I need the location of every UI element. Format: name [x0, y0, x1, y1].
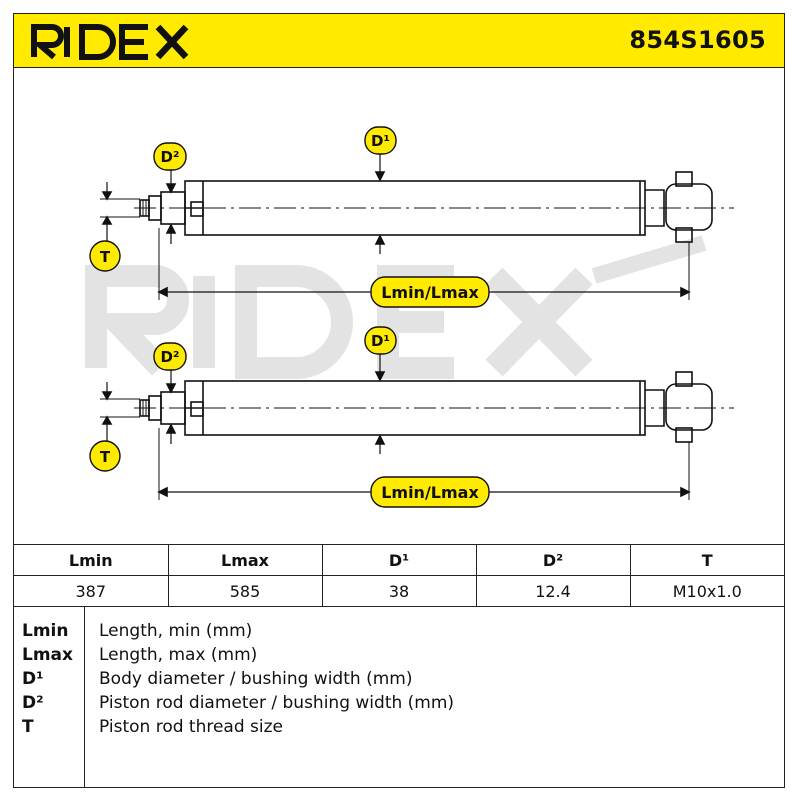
- shock-view-2: [100, 328, 734, 500]
- spec-value-d2: 12.4: [475, 575, 631, 607]
- length-badge: Lmin/Lmax: [370, 476, 490, 508]
- spec-header-lmin: Lmin: [14, 544, 169, 576]
- svg-text:D¹: D¹: [371, 332, 390, 350]
- ridex-logo: [31, 24, 189, 60]
- shock-view-1: [100, 128, 734, 300]
- svg-text:Lmin/Lmax: Lmin/Lmax: [381, 483, 479, 502]
- legend-desc: Piston rod diameter / bushing width (mm): [99, 693, 455, 713]
- legend-desc: Body diameter / bushing width (mm): [99, 669, 413, 689]
- t-badge: T: [89, 240, 121, 272]
- legend-key: D²: [22, 693, 44, 713]
- t-badge: T: [89, 440, 121, 472]
- legend-desc: Length, min (mm): [99, 621, 253, 641]
- spec-header-d2: D²: [475, 544, 631, 576]
- svg-text:D²: D²: [160, 148, 179, 166]
- legend: Lmin Length, min (mm) Lmax Length, max (…: [14, 607, 784, 787]
- legend-item: D² Piston rod diameter / bushing width (…: [14, 693, 784, 715]
- header-bar: 854S1605: [14, 14, 784, 68]
- legend-item: T Piston rod thread size: [14, 717, 784, 739]
- spec-header-row: Lmin Lmax D¹ D² T: [14, 544, 784, 576]
- legend-divider: [84, 607, 85, 787]
- legend-item: Lmin Length, min (mm): [14, 621, 784, 643]
- d1-badge: D¹: [364, 126, 397, 155]
- legend-item: D¹ Body diameter / bushing width (mm): [14, 669, 784, 691]
- spec-header-d1: D¹: [321, 544, 477, 576]
- part-number: 854S1605: [629, 26, 766, 54]
- legend-desc: Piston rod thread size: [99, 717, 284, 737]
- d2-badge: D²: [153, 142, 187, 171]
- shock-absorber-drawing: D¹ D² T Lmin/Lmax: [85, 126, 734, 508]
- spec-value-row: 387 585 38 12.4 M10x1.0: [14, 575, 784, 607]
- spec-value-lmax: 585: [167, 575, 323, 607]
- svg-text:Lmin/Lmax: Lmin/Lmax: [381, 283, 479, 302]
- spec-header-t: T: [629, 544, 784, 576]
- spec-header-lmax: Lmax: [167, 544, 323, 576]
- ridex-watermark: [85, 235, 707, 379]
- spec-value-t: M10x1.0: [629, 575, 784, 607]
- length-badge: Lmin/Lmax: [370, 276, 490, 308]
- legend-key: D¹: [22, 669, 44, 689]
- legend-key: Lmin: [22, 621, 69, 641]
- svg-text:D²: D²: [160, 348, 179, 366]
- legend-desc: Length, max (mm): [99, 645, 258, 665]
- d1-badge: D¹: [364, 326, 397, 355]
- datasheet: 854S1605: [13, 13, 785, 788]
- legend-item: Lmax Length, max (mm): [14, 645, 784, 667]
- legend-key: T: [22, 717, 34, 737]
- legend-key: Lmax: [22, 645, 73, 665]
- svg-text:T: T: [100, 248, 111, 266]
- spec-value-d1: 38: [321, 575, 477, 607]
- spec-value-lmin: 387: [14, 575, 169, 607]
- d2-badge: D²: [153, 342, 187, 371]
- svg-text:T: T: [100, 448, 111, 466]
- svg-text:D¹: D¹: [371, 132, 390, 150]
- spec-table: Lmin Lmax D¹ D² T 387 585 38 12.4 M10x1.…: [14, 544, 784, 607]
